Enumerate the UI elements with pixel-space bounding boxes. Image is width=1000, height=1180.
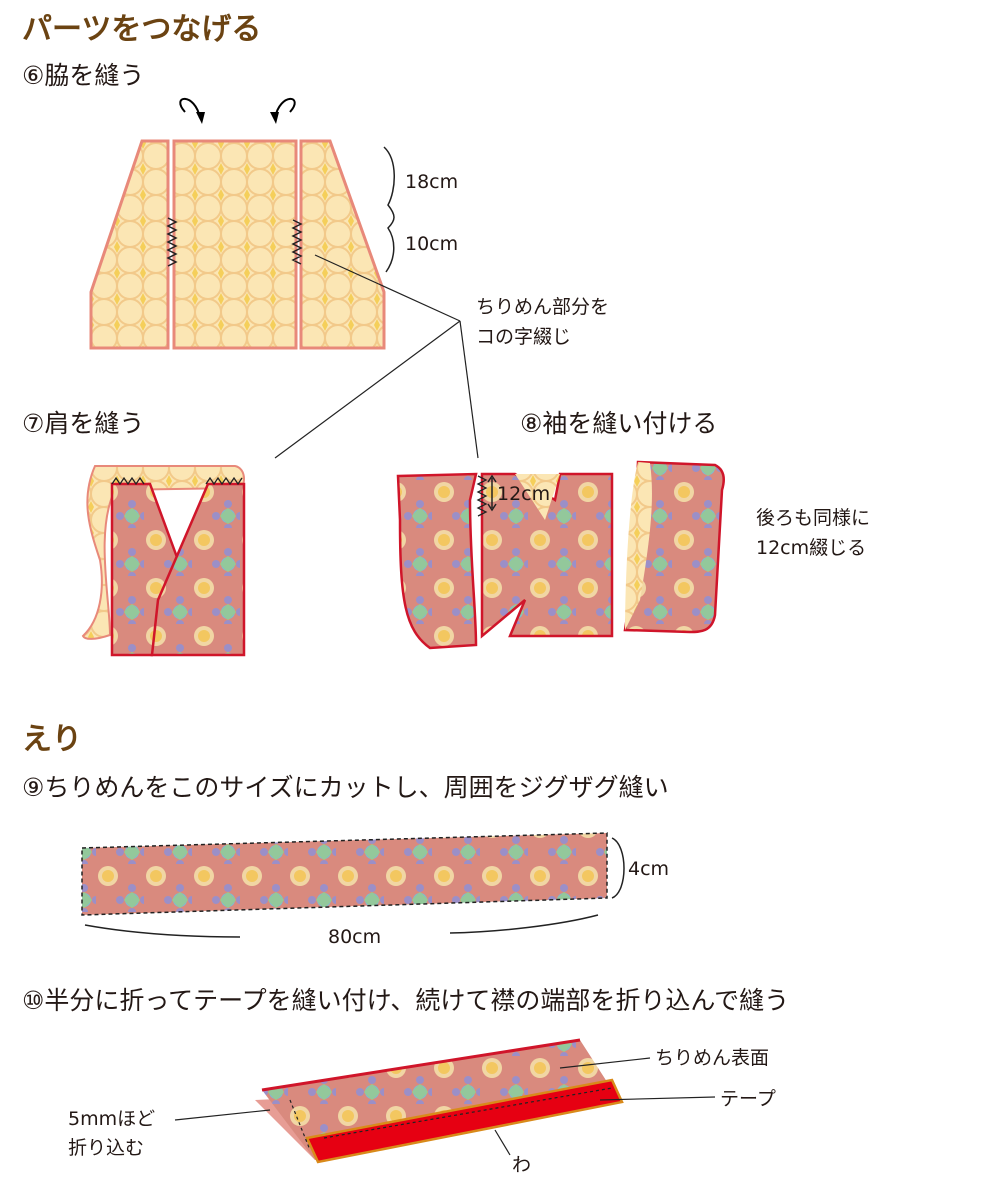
step6-title: ⑥脇を縫う: [22, 61, 145, 90]
label-fold-edge: わ: [512, 1154, 532, 1176]
fold-arrow-icon: [179, 97, 201, 119]
zigzag-stitch: [166, 217, 178, 267]
dimension-brace: [383, 146, 395, 273]
label-tape: テープ: [720, 1088, 776, 1110]
callout-lines: [274, 254, 479, 459]
section-title-connect-parts: パーツをつなげる: [22, 12, 262, 47]
label-fold-line2: 折り込む: [68, 1137, 145, 1159]
collar-strip: [81, 832, 625, 938]
step8-garment: [396, 460, 725, 650]
dimension-4cm: 4cm: [628, 858, 670, 880]
dimension-12cm: 12cm: [497, 483, 551, 505]
step10-title: ⑩半分に折ってテープを縫い付け、続けて襟の端部を折り込んで縫う: [22, 986, 790, 1015]
fold-arrow-icon: [274, 97, 296, 119]
callout-line2: コの字綴じ: [476, 326, 572, 348]
step9-title: ⑨ちりめんをこのサイズにカットし、周囲をジグザグ縫い: [22, 773, 669, 802]
callout-line1: ちりめん部分を: [476, 296, 610, 318]
zigzag-stitch: [291, 219, 303, 265]
label-crepe-surface: ちりめん表面: [655, 1047, 770, 1069]
step7-garment: [81, 465, 246, 657]
label-fold-line1: 5mmほど: [68, 1108, 156, 1130]
dimension-10cm: 10cm: [405, 233, 459, 255]
step8-title: ⑧袖を縫い付ける: [520, 409, 718, 438]
step8-note-line2: 12cm綴じる: [756, 537, 867, 559]
step6-garment: [89, 97, 395, 350]
folded-collar: [174, 1038, 716, 1164]
step7-title: ⑦肩を縫う: [22, 409, 145, 438]
step8-note-line1: 後ろも同様に: [756, 507, 871, 529]
section-title-collar: えり: [22, 722, 82, 757]
dimension-80cm: 80cm: [328, 926, 382, 948]
dimension-18cm: 18cm: [405, 171, 459, 193]
